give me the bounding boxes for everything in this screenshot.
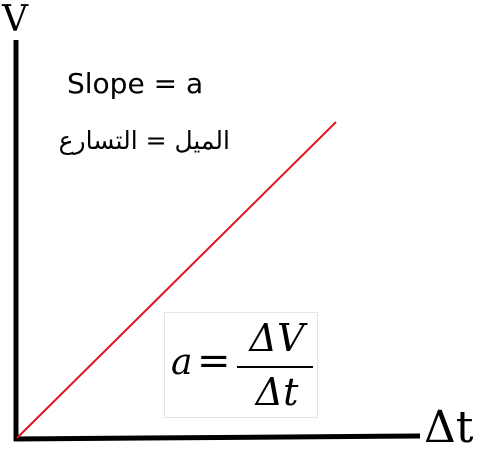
- fraction-bar: [237, 366, 313, 368]
- x-axis-label: Δt: [424, 402, 474, 453]
- slope-line: [16, 121, 337, 439]
- y-axis-label: V: [2, 0, 28, 40]
- arabic-caption: الميل = التسارع: [58, 126, 230, 155]
- formula-numerator: ΔV: [249, 316, 305, 360]
- x-axis: [13, 433, 421, 442]
- slope-caption: Slope = a: [67, 67, 204, 100]
- formula-equals: =: [197, 338, 231, 384]
- formula-box: a = ΔV Δt: [164, 312, 318, 418]
- formula-lhs: a: [171, 342, 193, 383]
- formula-denominator: Δt: [255, 370, 299, 414]
